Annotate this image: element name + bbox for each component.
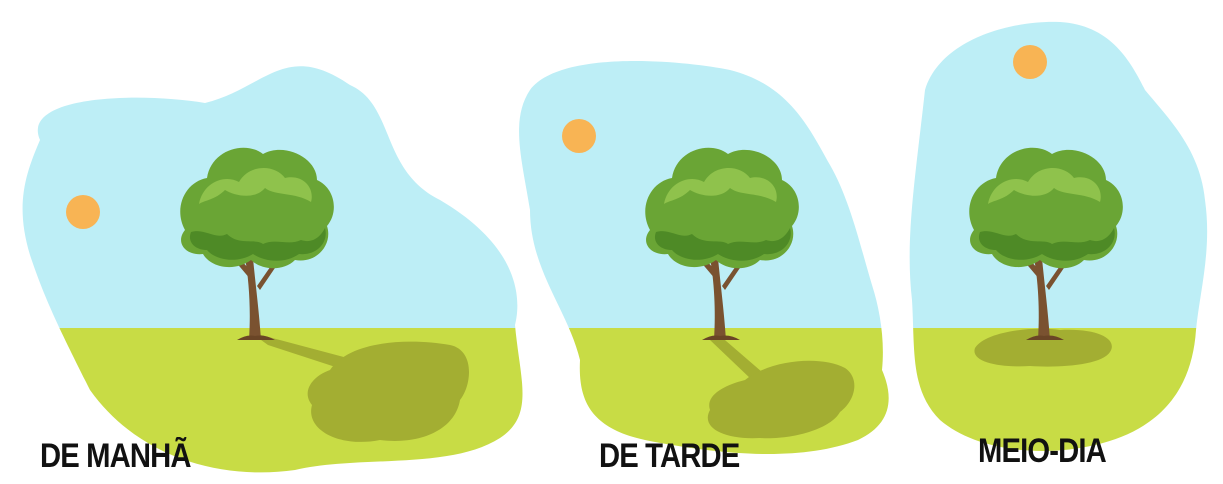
- caption-morning: DE MANHÃ: [40, 437, 192, 475]
- sun-icon: [1013, 45, 1047, 79]
- panel-afternoon: [519, 61, 889, 454]
- caption-noon: MEIO-DIA: [978, 432, 1107, 470]
- shadow-shape: [974, 328, 1112, 367]
- shadow-shape: [307, 341, 470, 442]
- panel-noon: [909, 21, 1208, 452]
- sun-icon: [66, 195, 100, 229]
- panel-morning: [22, 66, 523, 473]
- sun-icon: [562, 119, 596, 153]
- shadow-shape: [707, 360, 855, 439]
- caption-afternoon: DE TARDE: [599, 437, 740, 475]
- shadow-shape: [710, 334, 762, 380]
- shadow-shape: [250, 332, 360, 375]
